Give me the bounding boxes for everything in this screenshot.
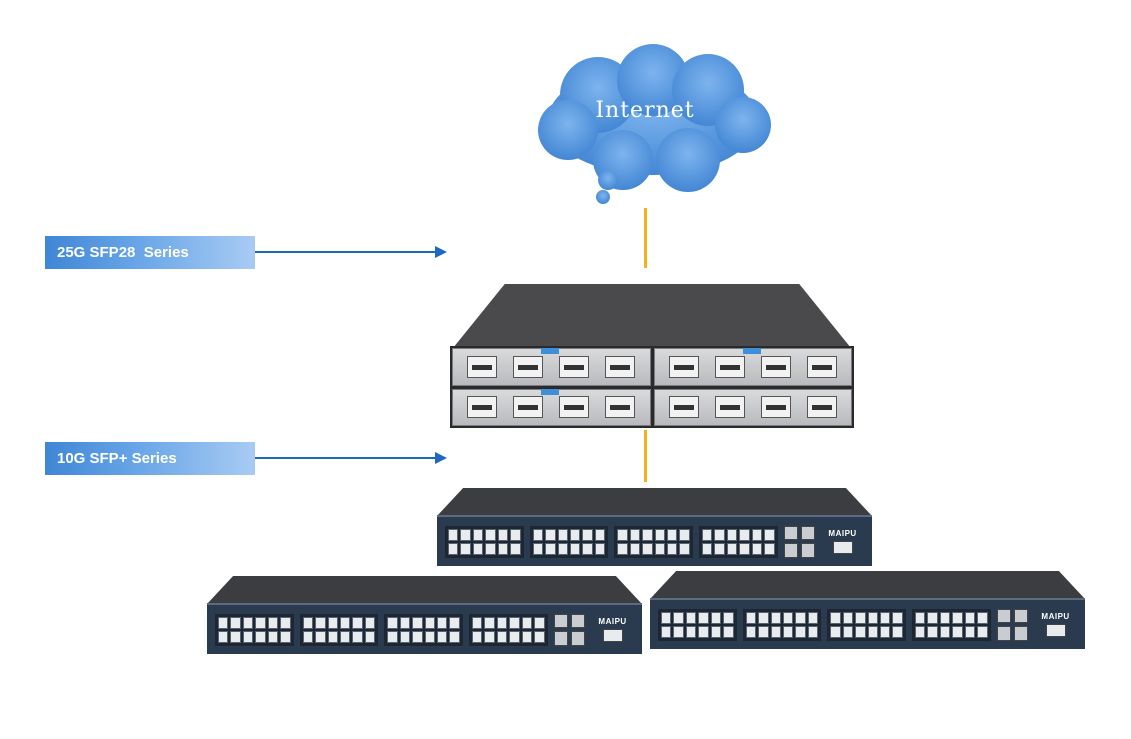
access-switch-center: MAIPU	[437, 488, 872, 566]
arrow-25g	[255, 251, 435, 253]
line-card	[452, 388, 651, 426]
line-card	[452, 348, 651, 386]
core-switch	[450, 346, 854, 428]
internet-label: Internet	[595, 98, 695, 123]
series-label-10g: 10G SFP+ Series	[45, 442, 255, 475]
cloud-to-core-link	[644, 208, 647, 268]
core-to-access-link	[644, 430, 647, 482]
brand-logo: MAIPU	[1041, 612, 1070, 621]
arrow-head-10g	[435, 452, 447, 464]
core-switch-top	[453, 284, 851, 348]
line-card	[653, 348, 852, 386]
arrow-10g	[255, 457, 435, 459]
access-switch-left: MAIPU	[207, 576, 642, 654]
line-card	[653, 388, 852, 426]
internet-cloud-icon	[538, 44, 771, 204]
series-label-25g: 25G SFP28 Series	[45, 236, 255, 269]
access-switch-right: MAIPU	[650, 571, 1085, 649]
brand-logo: MAIPU	[828, 529, 857, 538]
arrow-head-25g	[435, 246, 447, 258]
brand-logo: MAIPU	[598, 617, 627, 626]
